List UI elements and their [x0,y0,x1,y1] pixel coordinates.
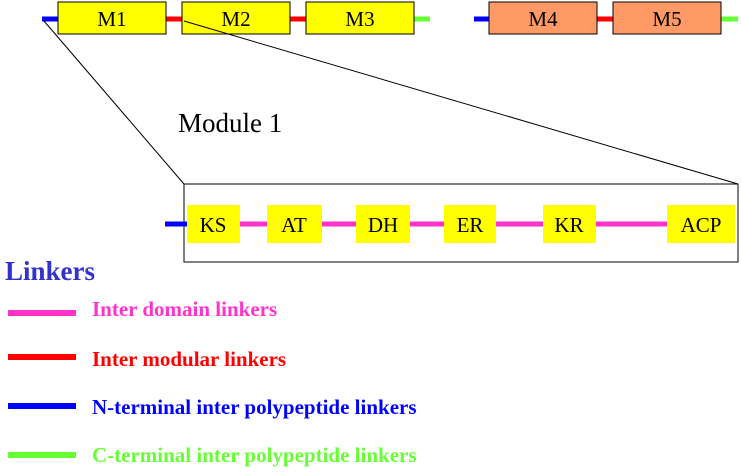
domain-er: ER [444,205,496,243]
module-m1: M1 [57,1,167,35]
legend-label-c-terminal: C-terminal inter polypeptide linkers [92,443,417,467]
domain-er-label: ER [457,213,484,237]
module-title: Module 1 [178,108,282,138]
module-m3: M3 [305,1,415,35]
module-m2: M2 [181,1,291,35]
domain-kr: KR [543,205,596,243]
module-m2-label: M2 [221,7,250,31]
domain-dh: DH [356,205,410,243]
domain-ks-label: KS [200,213,227,237]
zoom-line-right [183,20,739,185]
domain-dh-label: DH [368,213,398,237]
legend-item-n-terminal: N-terminal inter polypeptide linkers [8,395,417,419]
domain-at: AT [267,205,322,243]
legend-item-inter-domain: Inter domain linkers [8,297,277,321]
module-m5-label: M5 [652,7,681,31]
module-m4-label: M4 [528,7,558,31]
legend-item-inter-modular: Inter modular linkers [8,347,286,371]
module-m5: M5 [612,1,722,35]
domain-ks: KS [187,205,240,243]
module-m3-label: M3 [345,7,374,31]
domain-acp: ACP [667,205,735,243]
domain-kr-label: KR [554,213,583,237]
legend-label-inter-domain: Inter domain linkers [92,297,277,321]
domain-acp-label: ACP [681,213,722,237]
module-m4: M4 [488,1,598,35]
zoom-line-left [43,20,185,185]
legend-item-c-terminal: C-terminal inter polypeptide linkers [8,443,417,467]
legend-title: Linkers [5,256,95,286]
legend-label-inter-modular: Inter modular linkers [92,347,286,371]
domain-at-label: AT [281,213,307,237]
legend-label-n-terminal: N-terminal inter polypeptide linkers [92,395,417,419]
module-m1-label: M1 [97,7,126,31]
